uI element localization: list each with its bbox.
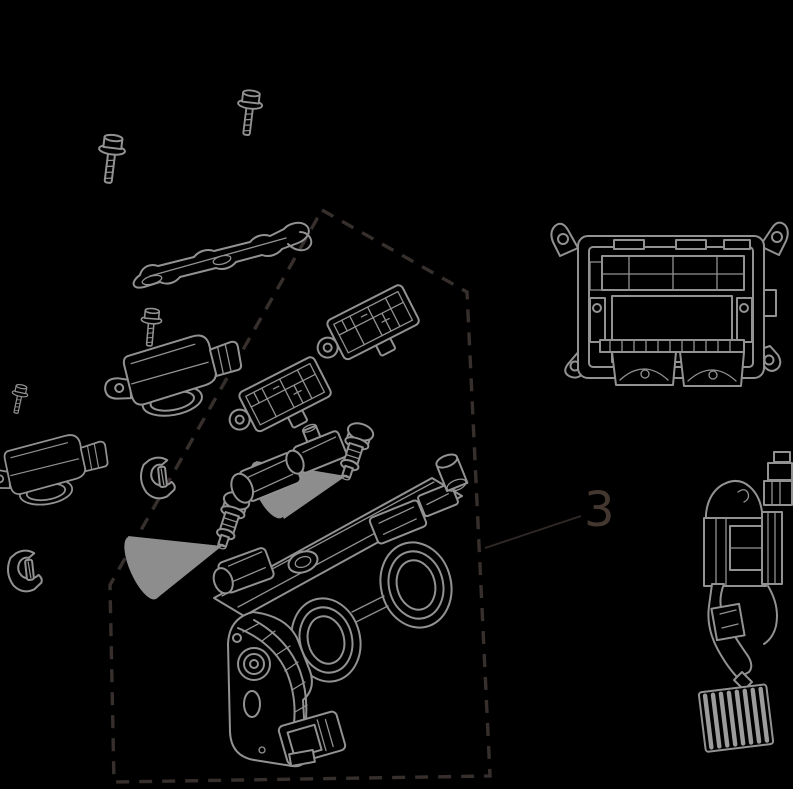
- stud-bolt-tiny: [7, 382, 31, 416]
- throttle-position-sensor-a: [97, 327, 249, 427]
- retaining-clip-b: [5, 548, 44, 595]
- mounting-bracket: [132, 221, 313, 289]
- flange-bolt-small: [138, 306, 164, 348]
- spray-cone-b: [124, 536, 222, 600]
- pedal-pad: [697, 683, 775, 753]
- throttle-position-sensor-b: [0, 429, 114, 513]
- throttle-bore-right: [379, 541, 453, 629]
- engine-control-module: [550, 221, 789, 387]
- throttle-body-assembly: [212, 423, 469, 768]
- leader-line: [484, 515, 582, 549]
- selection-outline: [108, 207, 492, 784]
- flange-bolt-upper-left: [94, 132, 128, 186]
- accelerator-pedal-assembly: [697, 451, 793, 753]
- callout-3[interactable]: 3: [484, 482, 615, 549]
- flange-bolt-upper-center: [233, 88, 265, 138]
- callout-label[interactable]: 3: [584, 482, 615, 538]
- map-sensor-a: [306, 282, 427, 382]
- throttle-bore-left: [290, 597, 362, 683]
- parts-layer: [0, 88, 793, 768]
